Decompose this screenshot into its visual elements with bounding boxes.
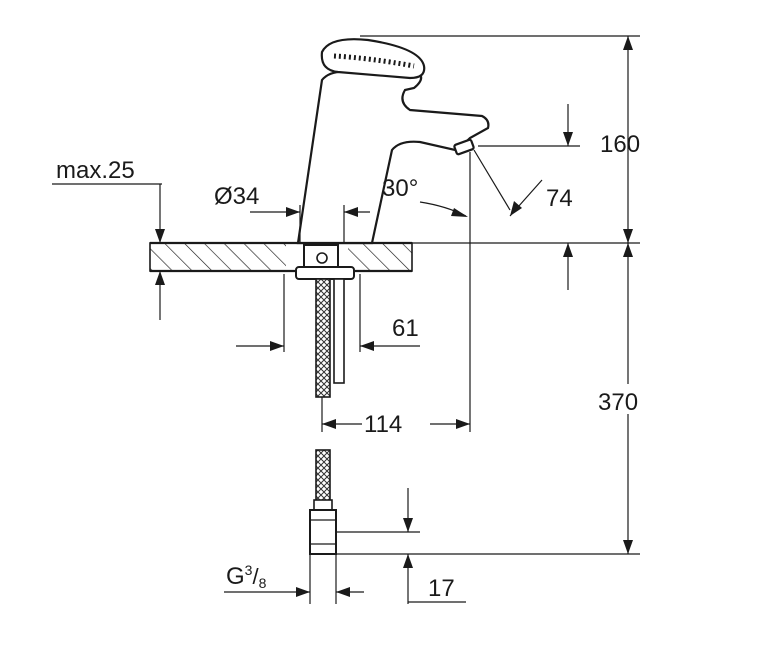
dimension-spout-clearance: 74	[473, 104, 580, 290]
label-total-height: 160	[600, 131, 640, 158]
dimension-total-height: 160	[360, 35, 640, 243]
push-button	[320, 38, 426, 80]
dimension-hose-length: 370	[336, 242, 660, 555]
dimension-angle: 30°	[382, 175, 468, 217]
flexible-hose-lower	[315, 449, 331, 507]
label-connector-height: 17	[428, 575, 455, 602]
dimension-max-thickness: max.25	[52, 157, 165, 320]
mounting-assembly	[295, 244, 355, 555]
dimension-diameter: Ø34	[214, 183, 370, 243]
dimension-thread: G3/8	[224, 554, 364, 604]
label-angle: 30°	[382, 175, 418, 202]
aerator	[453, 138, 475, 156]
label-spout-clearance: 74	[546, 185, 573, 212]
dimension-reach: 114	[321, 152, 471, 438]
dimension-hose-offset: 61	[236, 274, 420, 352]
faucet-body	[296, 38, 490, 245]
flexible-hose-upper	[315, 278, 331, 398]
label-reach: 114	[364, 411, 402, 438]
label-thread: G3/8	[226, 562, 267, 591]
dimension-connector-height: 17	[336, 488, 466, 604]
label-max-thickness: max.25	[56, 157, 135, 184]
countertop	[149, 241, 413, 273]
label-hose-offset: 61	[392, 315, 419, 342]
hose-connector	[309, 499, 337, 555]
control-rod	[333, 278, 345, 384]
label-hose-length: 370	[598, 389, 638, 416]
label-diameter: Ø34	[214, 183, 259, 210]
